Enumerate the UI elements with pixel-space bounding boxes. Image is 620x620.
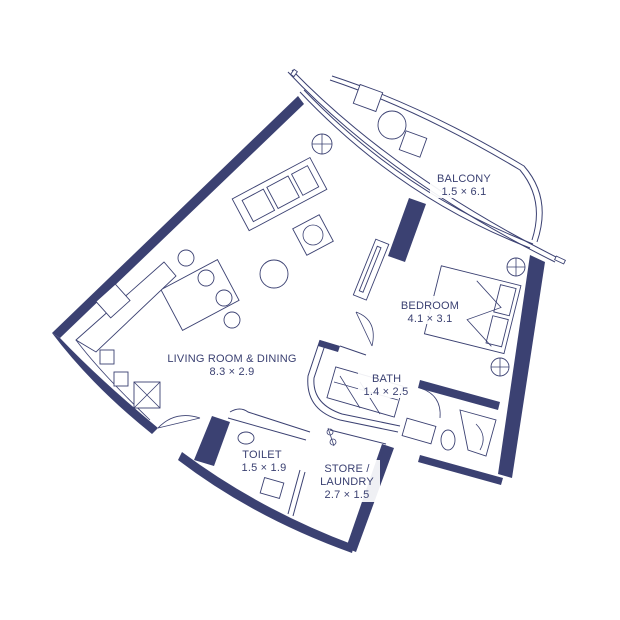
label-balcony: BALCONY 1.5 × 6.1 (430, 170, 498, 198)
toilet-name: TOILET (242, 449, 282, 461)
label-toilet: TOILET 1.5 × 1.9 (236, 446, 292, 474)
wall-west-curve (52, 333, 158, 434)
balcony-name: BALCONY (437, 173, 491, 185)
wall-toilet-west (194, 416, 230, 466)
living-size: 8.3 × 2.9 (210, 366, 255, 378)
wall-northwest (52, 96, 304, 338)
toilet-size: 1.5 × 1.9 (242, 462, 287, 474)
bedroom-furniture (423, 257, 526, 377)
dining-table (160, 259, 240, 331)
kitchen-counter (75, 261, 177, 421)
coffee-table (292, 214, 334, 256)
living-name: LIVING ROOM & DINING (167, 353, 296, 365)
tv-unit (352, 238, 390, 301)
bed (423, 265, 522, 355)
living-furniture (75, 133, 390, 421)
armchair (259, 259, 289, 289)
interior-walls (157, 311, 500, 517)
balcony-size: 1.5 × 6.1 (442, 186, 487, 198)
room-labels: BALCONY 1.5 × 6.1 BEDROOM 4.1 × 3.1 LIVI… (164, 170, 498, 502)
bath-size: 1.4 × 2.5 (364, 386, 409, 398)
label-store: STORE / LAUNDRY 2.7 × 1.5 (316, 460, 380, 502)
label-living: LIVING ROOM & DINING 8.3 × 2.9 (164, 350, 300, 378)
balcony-furniture (352, 83, 428, 158)
bedroom-size: 4.1 × 3.1 (408, 313, 453, 325)
wall-east (498, 255, 545, 478)
store-size: 2.7 × 1.5 (325, 489, 370, 501)
bedroom-name: BEDROOM (401, 300, 459, 312)
bath-name: BATH (372, 373, 401, 385)
store-name: STORE / (324, 463, 370, 475)
wall-partition-bedroom (388, 198, 426, 262)
exterior-walls (52, 96, 545, 553)
label-bedroom: BEDROOM 4.1 × 3.1 (396, 296, 464, 325)
sofa (231, 156, 328, 232)
wall-south-curve (178, 452, 354, 553)
label-bath: BATH 1.4 × 2.5 (358, 370, 414, 398)
store-name-2: LAUNDRY (320, 476, 374, 488)
toilet-fixtures (237, 431, 285, 500)
wall-southeast (418, 455, 503, 485)
